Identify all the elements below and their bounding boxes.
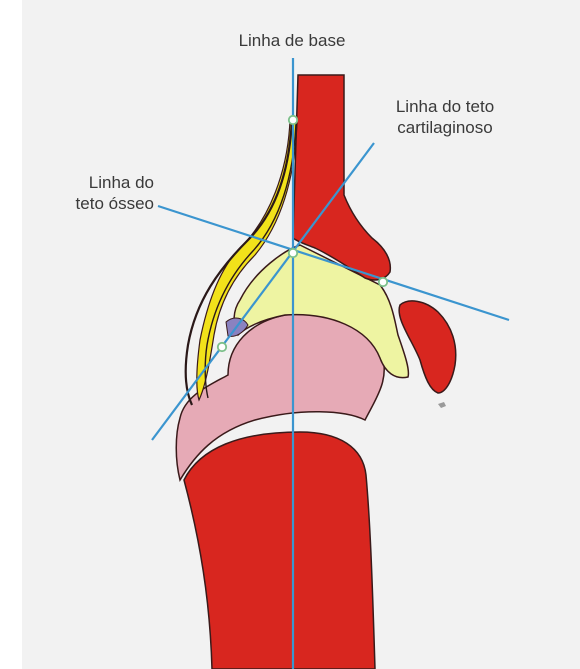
label-bony-roof-line1: Linha do [44,172,154,193]
point-intersection [289,249,297,257]
femoral-shaft [184,432,375,669]
label-baseline: Linha de base [212,30,372,51]
label-bony-roof-line2: teto ósseo [44,193,154,214]
label-bony-roof: Linha do teto ósseo [44,172,154,214]
label-cartilaginous-roof-line1: Linha do teto [360,96,530,117]
label-cartilaginous-roof-line2: cartilaginoso [360,117,530,138]
label-cartilaginous-roof: Linha do teto cartilaginoso [360,96,530,138]
point-bony-edge [379,278,387,286]
point-labrum [218,343,226,351]
point-upper-baseline [289,116,297,124]
